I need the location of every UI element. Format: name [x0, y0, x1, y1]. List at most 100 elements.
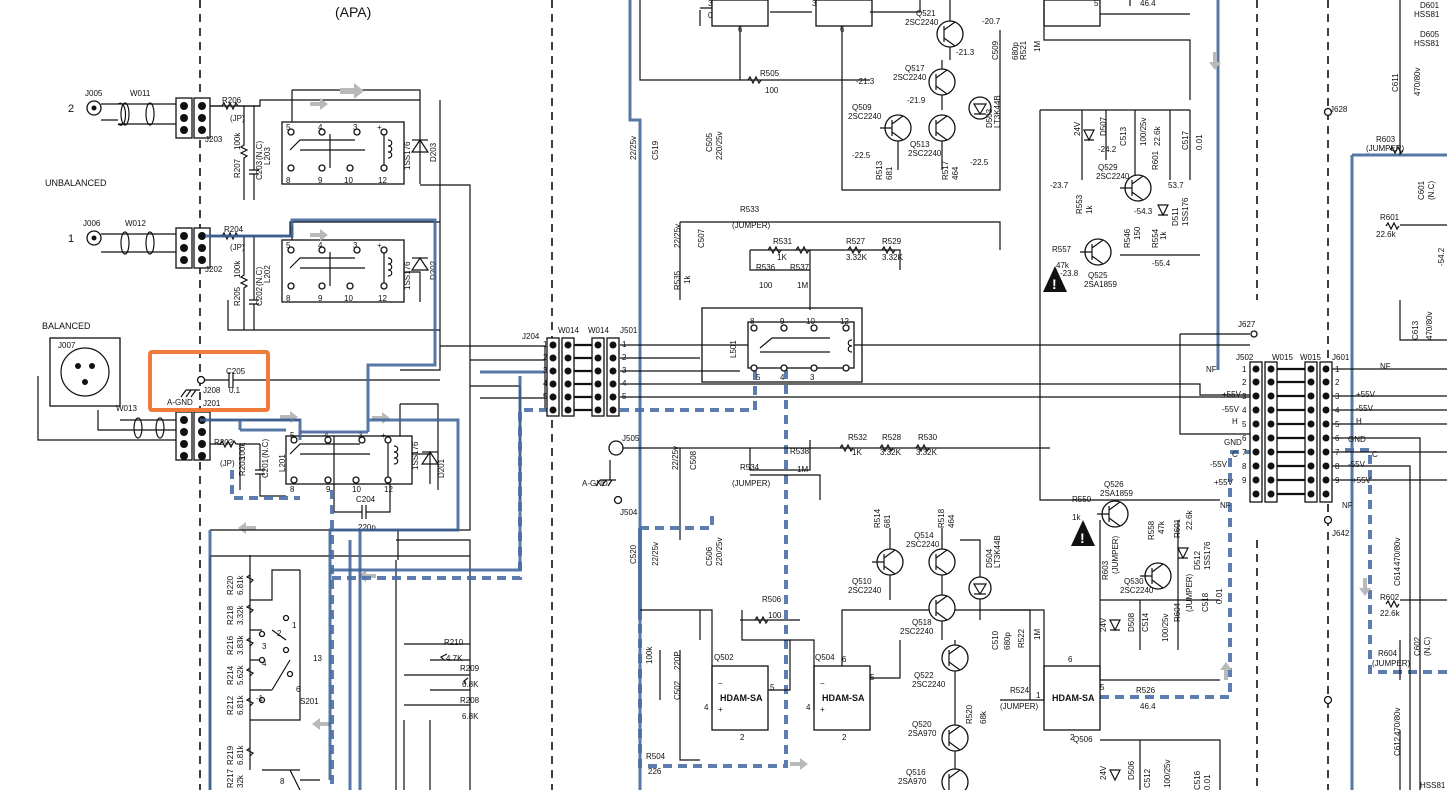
schematic-label: Q525 [1088, 271, 1108, 280]
q510: Q510 2SC2240 [848, 528, 904, 600]
schematic-node [286, 670, 294, 678]
schematic-label: 0 [708, 11, 713, 20]
schematic-label: D507 [1099, 116, 1108, 136]
schematic-label: (JUMPER) [1372, 659, 1411, 668]
schematic-node [1307, 490, 1315, 498]
schematic-label: 2SC2240 [1120, 586, 1154, 595]
schematic-wire [200, 418, 302, 440]
schematic-label: C [1372, 450, 1378, 459]
schematic-label: D512 [1193, 550, 1202, 570]
input-passives: R206 (JP) R204 (JP) R202 (JP) R207 100k … [167, 96, 440, 790]
schematic-label: C201 [261, 458, 270, 478]
input-jacks: 2 J005 W011 UNBALANCED 1 J006 W012 BALAN… [37, 89, 176, 441]
schematic-label: 6.8K [462, 680, 479, 689]
schematic-label: C508 [689, 450, 698, 470]
schematic-label: C602 [1413, 636, 1422, 656]
schematic-label: R212 [226, 695, 235, 715]
schematic-node [180, 440, 188, 448]
schematic-node [1307, 365, 1315, 373]
schematic-node [1252, 462, 1260, 470]
schematic-component [711, 0, 769, 27]
schematic-label: 5 [543, 392, 548, 401]
q516: Q516 2SA970 [898, 768, 969, 790]
schematic-component [813, 665, 871, 731]
schematic-label: 2SC2240 [848, 112, 882, 121]
schematic-label: W011 [130, 89, 151, 98]
schematic-label: J204 [522, 332, 540, 341]
schematic-label: C513 [1119, 126, 1128, 146]
schematic-label: C613 [1411, 320, 1420, 340]
schematic-label: R205 [233, 286, 242, 306]
schematic-label: W015 [1300, 353, 1321, 362]
schematic-label: R208 [460, 696, 480, 705]
schematic-label: 100 [759, 281, 773, 290]
schematic-wire [372, 412, 390, 424]
schematic-label: R513 [875, 160, 884, 180]
schematic-label: 0.01 [1215, 588, 1224, 604]
schematic-label: 3 [543, 366, 548, 375]
schematic-wire [1345, 448, 1447, 674]
schematic-label: -21.3 [956, 48, 975, 57]
schematic-node [564, 341, 572, 349]
schematic-label: R524 [1010, 686, 1030, 695]
schematic-label: HSS81 [1420, 781, 1446, 790]
schematic-node [1252, 420, 1260, 428]
q525: Q525 2SA1859 [1080, 238, 1117, 289]
schematic-label: 24V [1073, 121, 1082, 136]
schematic-wire [180, 389, 200, 398]
schematic-label: -21.3 [856, 77, 875, 86]
signal-path-dashed [230, 370, 1447, 790]
schematic-label: 10 [344, 176, 353, 185]
schematic-node [842, 364, 850, 372]
schematic-node [750, 364, 758, 372]
schematic-node [89, 363, 95, 369]
schematic-label: R546 [1123, 228, 1132, 248]
schematic-node [287, 128, 295, 136]
schematic-label: H [1356, 417, 1362, 426]
schematic-node [1307, 476, 1315, 484]
schematic-label: 220/25v [715, 538, 724, 566]
schematic-label: HDAM-SA [720, 693, 763, 703]
schematic-node [353, 246, 361, 254]
schematic-node [91, 105, 97, 111]
schematic-node [180, 244, 188, 252]
schematic-component [561, 337, 575, 417]
schematic-wire [410, 138, 430, 153]
schematic-group [1252, 365, 1330, 498]
schematic-label: R535 [673, 270, 682, 290]
schematic-label: J504 [620, 508, 638, 517]
schematic-label: 2SC2240 [848, 586, 882, 595]
schematic-label: C520 [629, 544, 638, 564]
schematic-label: Q518 [912, 618, 932, 627]
schematic-wire [1220, 662, 1232, 680]
schematic-label: 13 [313, 654, 322, 663]
schematic-label: R216 [226, 635, 235, 655]
schematic-label: C612 [1393, 736, 1402, 756]
schematic-label: Q530 [1124, 577, 1144, 586]
schematic-wire [1100, 450, 1250, 699]
schematic-label: 1 [1036, 691, 1041, 700]
xlr-jack-j007 [49, 337, 121, 407]
q518: Q518 2SC2240 [900, 594, 956, 640]
schematic-node [549, 406, 557, 414]
input-1-number: 1 [68, 233, 74, 245]
q514: Q514 2SC2240 [906, 528, 956, 595]
schematic-label: 1SS176 [403, 141, 412, 170]
schematic-wire [1080, 239, 1104, 265]
schematic-label: (JP) [230, 243, 245, 252]
test-point-j505 [608, 440, 624, 456]
schematic-node [1267, 420, 1275, 428]
cable-shield [133, 417, 143, 439]
schematic-node [318, 164, 326, 172]
schematic-label: 1k [1159, 231, 1168, 240]
schematic-node [180, 416, 188, 424]
schematic-node [1307, 434, 1315, 442]
schematic-label: 1k [1085, 205, 1094, 214]
q529: Q529 2SC2240 53.7 -54.3 [1096, 163, 1184, 216]
schematic-node [1252, 365, 1260, 373]
schematic-label: 1SS176 [1181, 197, 1190, 226]
schematic-label: 3 [353, 123, 358, 132]
schematic-label: 1M [1033, 41, 1042, 52]
schematic-label: 2SA1859 [1100, 489, 1133, 498]
